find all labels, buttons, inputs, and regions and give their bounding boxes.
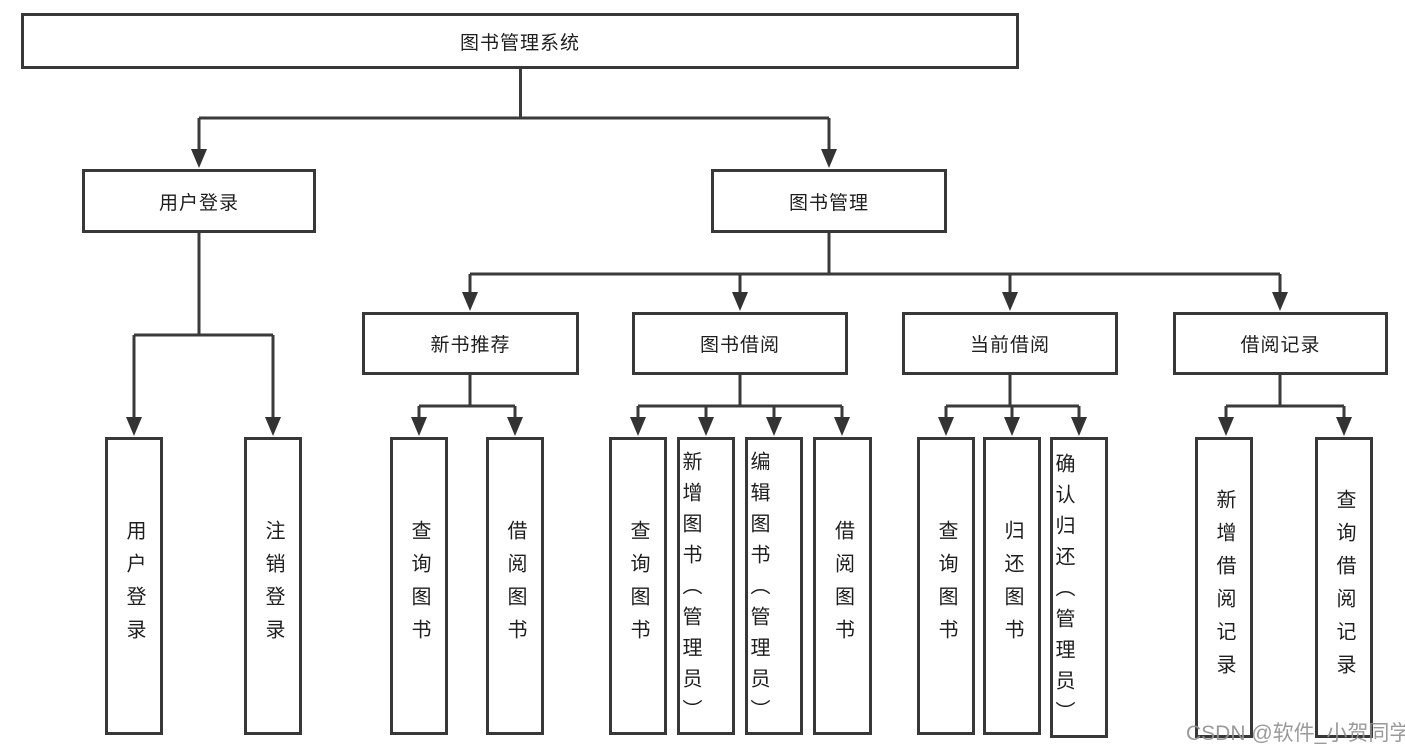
node-branch-user-login: 用户登录 xyxy=(82,169,316,233)
node-leaf-bb-add-book-admin: 新增图书（管理员） xyxy=(677,437,735,735)
node-leaf-br-query-record: 查询借阅记录 xyxy=(1315,437,1373,738)
node-leaf-bb-borrow-book-label: 借阅图书 xyxy=(831,520,854,652)
node-leaf-user-login-label: 用户登录 xyxy=(123,520,145,652)
node-leaf-br-query-record-label: 查询借阅记录 xyxy=(1333,488,1355,687)
node-leaf-bb-edit-book-admin: 编辑图书（管理员） xyxy=(745,437,803,735)
node-leaf-nb-query-book: 查询图书 xyxy=(390,437,448,735)
node-leaf-logout-label: 注销登录 xyxy=(262,520,284,652)
node-leaf-br-add-record-label: 新增借阅记录 xyxy=(1213,488,1235,687)
node-module-borrow-record: 借阅记录 xyxy=(1173,312,1388,375)
node-module-borrow-record-label: 借阅记录 xyxy=(1240,335,1321,356)
node-leaf-nb-borrow-book: 借阅图书 xyxy=(486,437,544,735)
node-leaf-cb-confirm-return-admin: 确认归还（管理员） xyxy=(1050,437,1108,738)
node-leaf-cb-query-book: 查询图书 xyxy=(917,437,975,735)
node-leaf-bb-borrow-book: 借阅图书 xyxy=(813,437,872,735)
node-branch-user-login-label: 用户登录 xyxy=(158,192,239,214)
node-leaf-cb-confirm-return-admin-label: 确认归还（管理员） xyxy=(1052,452,1074,732)
node-leaf-bb-add-book-admin-label: 新增图书（管理员） xyxy=(679,451,701,730)
node-module-current-borrow-label: 当前借阅 xyxy=(969,335,1050,356)
node-module-new-book-recommend: 新书推荐 xyxy=(362,312,579,375)
node-module-book-borrow-label: 图书借阅 xyxy=(699,335,780,356)
node-leaf-bb-edit-book-admin-label: 编辑图书（管理员） xyxy=(747,451,769,730)
node-leaf-bb-query-book-label: 查询图书 xyxy=(627,520,649,652)
node-leaf-bb-query-book: 查询图书 xyxy=(609,437,667,735)
node-branch-book-management: 图书管理 xyxy=(711,169,947,233)
node-module-new-book-recommend-label: 新书推荐 xyxy=(430,335,511,356)
connector-root-to-branches xyxy=(191,68,837,168)
connector-book-management-to-modules xyxy=(462,232,1288,311)
connector-user-login-to-leaves xyxy=(126,232,281,436)
node-leaf-nb-borrow-book-label: 借阅图书 xyxy=(504,520,526,652)
node-module-book-borrow: 图书借阅 xyxy=(632,312,848,375)
node-leaf-br-add-record: 新增借阅记录 xyxy=(1195,437,1253,738)
connector-borrow-record-to-leaves xyxy=(1218,373,1352,436)
node-leaf-cb-query-book-label: 查询图书 xyxy=(935,520,957,652)
csdn-watermark: CSDN @软件_小贺同学 xyxy=(1186,722,1405,745)
node-leaf-nb-query-book-label: 查询图书 xyxy=(408,520,430,652)
node-leaf-cb-return-book-label: 归还图书 xyxy=(1001,520,1023,652)
node-leaf-user-login: 用户登录 xyxy=(105,437,163,735)
node-leaf-logout: 注销登录 xyxy=(244,437,302,735)
node-root-system-label: 图书管理系统 xyxy=(459,32,580,54)
node-leaf-cb-return-book: 归还图书 xyxy=(983,437,1041,735)
connector-new-book-recommend-to-leaves xyxy=(411,373,523,436)
node-root-system: 图书管理系统 xyxy=(21,13,1019,69)
node-module-current-borrow: 当前借阅 xyxy=(902,312,1118,375)
connector-current-borrow-to-leaves xyxy=(938,373,1087,436)
node-branch-book-management-label: 图书管理 xyxy=(788,192,869,214)
connector-book-borrow-to-leaves xyxy=(630,373,850,436)
